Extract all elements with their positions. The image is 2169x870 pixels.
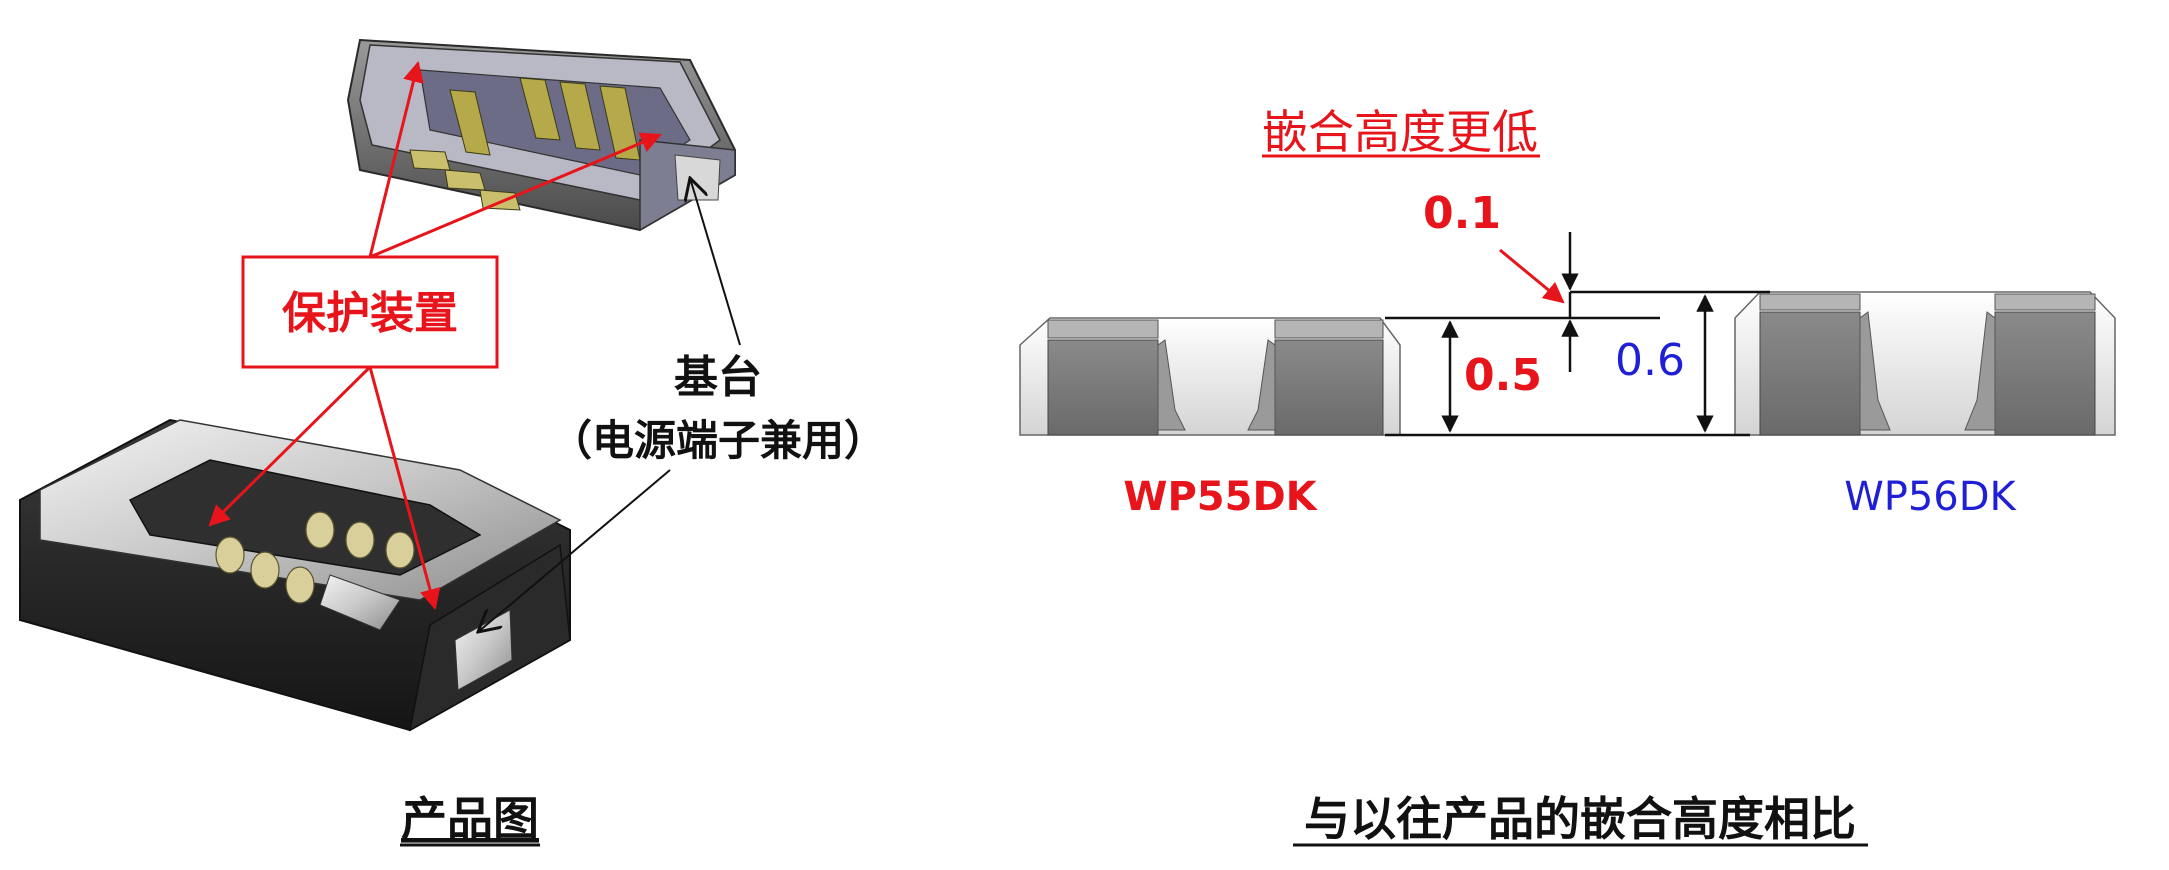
- base-label-line1: 基台: [674, 352, 762, 403]
- dimension-lines: [1385, 232, 1770, 437]
- dim-01-label: 0.1: [1423, 188, 1501, 239]
- product-image-caption: 产品图: [401, 792, 539, 846]
- height-title: 嵌合高度更低: [1262, 105, 1538, 159]
- profile-wp56dk: [1734, 291, 2116, 436]
- base-leader-lines: [478, 178, 741, 632]
- receptacle-connector-image: [19, 418, 571, 732]
- model-label-wp55dk: WP55DK: [1123, 474, 1318, 520]
- right-panel: 嵌合高度更低: [1019, 105, 2116, 847]
- protection-label-box: [241, 255, 499, 369]
- plug-contacts: [449, 77, 641, 161]
- profile-wp55dk: [1019, 317, 1401, 436]
- protection-arrows: [208, 60, 662, 611]
- comparison-caption: 与以往产品的嵌合高度相比: [1304, 792, 1856, 846]
- model-label-wp56dk: WP56DK: [1844, 474, 2017, 520]
- dim-01-pointer: [1499, 248, 1565, 304]
- dim-06-label: 0.6: [1615, 335, 1685, 386]
- left-panel: 保护装置 基台 （电源端子兼用） 产品图: [19, 38, 886, 847]
- plug-connector-image: [346, 38, 736, 232]
- protection-label: 保护装置: [282, 288, 458, 339]
- receptacle-contacts: [215, 511, 415, 604]
- dim-05-label: 0.5: [1464, 350, 1542, 401]
- base-label-line2: （电源端子兼用）: [550, 416, 886, 465]
